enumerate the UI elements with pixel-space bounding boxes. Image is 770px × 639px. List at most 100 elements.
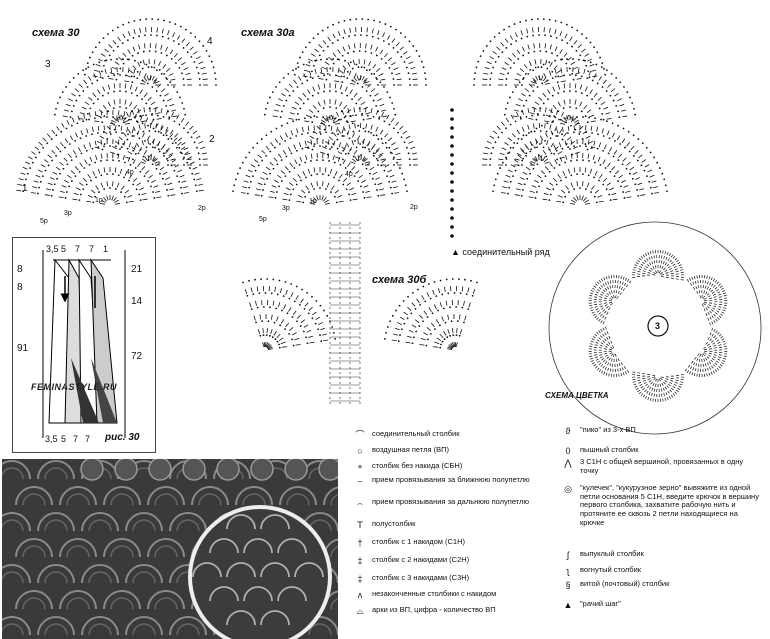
- connecting-row-stitch: [450, 234, 454, 238]
- photo-flower: [250, 459, 274, 481]
- flower-petal: [632, 250, 684, 281]
- far-loop-icon: ⌢: [357, 498, 363, 508]
- row-label-2p: 2р: [198, 205, 206, 212]
- legend-label: незаконченные столбики с накидом: [372, 589, 497, 598]
- legend-row: ⌓арки из ВП, цифра - количество ВП: [352, 605, 542, 616]
- photo-flower: [182, 459, 206, 481]
- connecting-row-stitch: [450, 135, 454, 139]
- flower-outer-circle: [548, 221, 762, 435]
- legend-label: арки из ВП, цифра - количество ВП: [372, 605, 496, 614]
- fig-left-dim-1: 8: [17, 264, 23, 275]
- connecting-row-stitch: [450, 180, 454, 184]
- legend-row: †столбик с 1 накидом (С1Н): [352, 537, 542, 548]
- zoom-scallop: [277, 586, 307, 602]
- scheme30a-right-fan-top: [473, 18, 607, 86]
- photo-scallop: [125, 616, 163, 636]
- bpdc-icon: ʅ: [567, 566, 569, 576]
- fig-watermark: FEMINASTYLE.RU: [31, 382, 118, 392]
- legend-row: ⌒соединительный столбик: [352, 429, 542, 440]
- legend-label: столбик с 2 накидами (С2Н): [372, 555, 470, 564]
- flower-petal: [588, 326, 630, 377]
- tr-icon: ‡: [357, 556, 363, 566]
- photo-flower: [216, 459, 240, 481]
- chain-icon: ○: [357, 446, 363, 456]
- photo-scallop: [37, 564, 75, 584]
- zoom-scallop: [294, 562, 324, 578]
- fig-left-dim-2: 8: [17, 282, 23, 293]
- photo-scallop: [15, 590, 53, 610]
- flower-petal: [632, 371, 684, 402]
- photo-flower: [80, 459, 104, 481]
- zoom-scallop: [243, 586, 273, 602]
- photo-flower: [318, 459, 338, 481]
- legend-label: полустолбик: [372, 519, 416, 528]
- photo-scallop: [2, 512, 31, 532]
- flower-scheme-title: СХЕМА ЦВЕТКА: [545, 391, 609, 400]
- zoom-scallop: [243, 538, 273, 554]
- connecting-row-stitch: [450, 126, 454, 130]
- legend-label: "рачий шаг": [580, 599, 621, 608]
- photo-scallop: [103, 590, 141, 610]
- legend-row: ϑ "пико" из 3-х ВП: [560, 425, 760, 436]
- legend-label: "пико" из 3-х ВП: [580, 425, 636, 434]
- row-number-3: 3: [45, 59, 51, 70]
- row-label-5p-mid: 5р: [259, 216, 267, 223]
- connecting-row-text: соединительный ряд: [462, 247, 550, 257]
- legend-label: столбик с 1 накидом (С1Н): [372, 537, 465, 546]
- fig-bottom-dim-2: 5: [61, 434, 67, 444]
- dtr-icon: ‡: [357, 574, 363, 584]
- photo-scallop: [37, 616, 75, 636]
- photo-scallop: [2, 460, 31, 480]
- picot-icon: ϑ: [565, 426, 571, 436]
- legend-row: ⌢прием провязывания за дальнюю полупетлю: [352, 497, 542, 508]
- row-label-1p-mid: 1р: [309, 198, 317, 205]
- fig-top-dim-4: 7: [89, 244, 95, 254]
- flower-stitch-marks: [548, 221, 762, 435]
- row-label-3p: 3р: [64, 210, 72, 217]
- scheme30a-fan-upper: [263, 58, 397, 125]
- legend-row: + столбик без накида (СБН): [352, 461, 542, 472]
- flower-center-ring: [647, 315, 669, 337]
- connecting-row-stitch: [450, 144, 454, 148]
- row-label-4p: 4р: [126, 169, 134, 176]
- row-label-5p: 5р: [40, 218, 48, 225]
- connecting-row-stitch: [450, 216, 454, 220]
- sc-icon: +: [357, 462, 363, 472]
- scheme30a-right-fan-bottom: [492, 116, 668, 205]
- fig-top-dim-1: 3,5: [46, 244, 59, 254]
- zoom-scallop: [277, 538, 307, 554]
- photo-scallop: [147, 590, 185, 610]
- fig-top-dim-5: 1: [103, 244, 109, 254]
- zoom-scallop: [192, 562, 222, 578]
- scheme30b-fan-right: [383, 278, 478, 350]
- zoom-scallop: [209, 538, 239, 554]
- scheme-30-title: схема 30: [32, 27, 80, 39]
- photo-scallop: [147, 486, 185, 506]
- scheme-30a-title: схема 30а: [241, 27, 295, 39]
- photo-scallop: [191, 486, 229, 506]
- row-number-2: 2: [209, 134, 215, 145]
- row-label-2p-mid: 2р: [410, 204, 418, 211]
- photo-flower: [148, 459, 172, 481]
- puff-icon: 0: [565, 446, 571, 456]
- legend-label: витой (почтовый) столбик: [580, 579, 670, 588]
- legend-row: ⌣прием провязывания за ближнюю полупетлю: [352, 475, 542, 486]
- connecting-row-label: ▲ соединительный ряд: [451, 247, 550, 257]
- flower-petal: [588, 275, 632, 325]
- flower-petal: [686, 275, 728, 326]
- photo-scallop: [103, 538, 141, 558]
- row-label-3p-mid: 3р: [282, 205, 290, 212]
- legend-row: ◎"кулечек", "кукурузное зерно" вывяжите …: [560, 483, 760, 527]
- connecting-row-stitch: [450, 162, 454, 166]
- connecting-row-stitch: [450, 225, 454, 229]
- popcorn-icon: ◎: [564, 484, 572, 494]
- legend-label: столбик без накида (СБН): [372, 461, 463, 470]
- photo-scallop: [81, 564, 119, 584]
- photo-scallop: [125, 512, 163, 532]
- connecting-row-stitch: [450, 189, 454, 193]
- fabric-texture: [2, 459, 338, 639]
- photo-scallop: [15, 486, 53, 506]
- near-loop-icon: ⌣: [357, 476, 363, 486]
- legend-label: вогнутый столбик: [580, 565, 642, 574]
